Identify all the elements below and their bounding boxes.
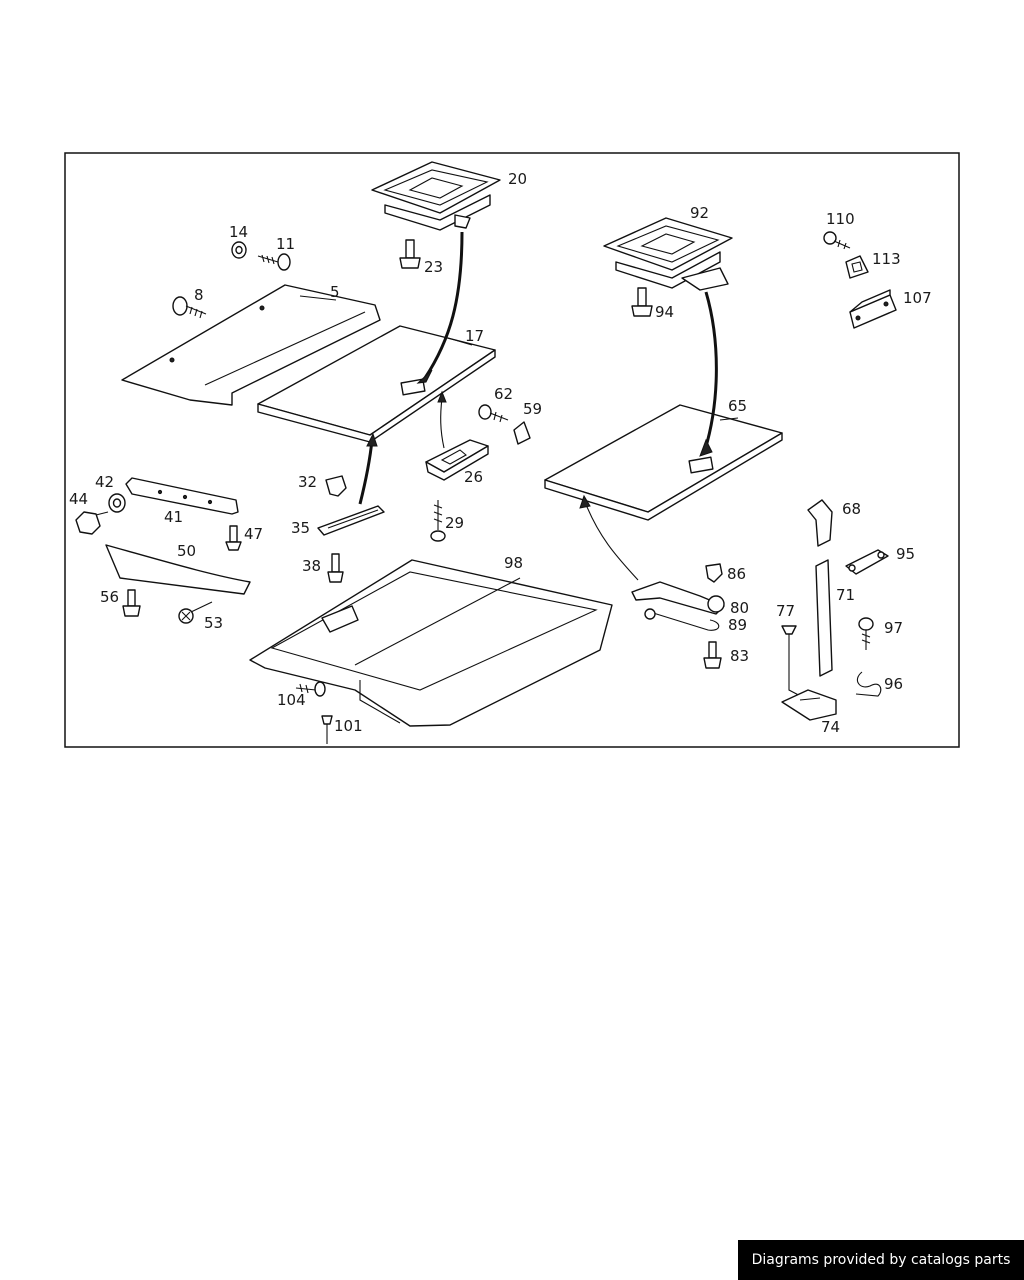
label-95: 95 <box>896 545 915 563</box>
part-32-plug <box>325 475 347 497</box>
part-59-clip <box>513 421 531 445</box>
part-97-screw <box>858 617 874 650</box>
part-110-screw <box>823 231 851 250</box>
label-17: 17 <box>465 327 484 345</box>
label-74: 74 <box>821 718 840 736</box>
part-35-strip <box>317 505 385 536</box>
callout-labels: 20 92 14 11 23 110 113 8 5 94 107 17 62 … <box>69 170 932 736</box>
arrow-92-to-65 <box>703 291 718 451</box>
label-11: 11 <box>276 235 295 253</box>
part-107-bracket <box>849 289 897 329</box>
arrowhead-80 <box>579 494 591 509</box>
label-42: 42 <box>95 473 114 491</box>
frame-border <box>64 152 960 748</box>
arrowhead-92 <box>699 438 713 457</box>
part-86-plug <box>705 563 723 583</box>
part-77-screw <box>781 625 809 701</box>
part-44-knob <box>75 511 109 535</box>
label-62: 62 <box>494 385 513 403</box>
label-59: 59 <box>523 400 542 418</box>
label-104: 104 <box>277 691 306 709</box>
part-62-screw <box>478 404 509 423</box>
label-8: 8 <box>194 286 204 304</box>
label-23: 23 <box>424 258 443 276</box>
part-113-clip <box>845 255 869 279</box>
part-23-bolt <box>399 239 421 269</box>
label-89: 89 <box>728 616 747 634</box>
part-68-bracket <box>807 499 833 547</box>
label-113: 113 <box>872 250 901 268</box>
part-5-panel <box>121 284 381 406</box>
label-26: 26 <box>464 468 483 486</box>
label-86: 86 <box>727 565 746 583</box>
label-56: 56 <box>100 588 119 606</box>
label-14: 14 <box>229 223 248 241</box>
credit-banner: Diagrams provided by catalogs parts <box>738 1240 1024 1280</box>
part-74-bracket <box>781 689 837 721</box>
part-95-strap <box>845 549 889 575</box>
part-11-screw <box>257 253 291 271</box>
label-107: 107 <box>903 289 932 307</box>
part-94-bolt <box>631 287 653 317</box>
arrow-80-to-65 <box>584 501 639 581</box>
label-44: 44 <box>69 490 88 508</box>
part-47-screw <box>225 525 242 551</box>
arrow-26-to-17 <box>440 397 445 449</box>
part-56-bolt <box>122 589 141 617</box>
label-80: 80 <box>730 599 749 617</box>
part-83-bolt <box>703 641 722 669</box>
part-42-washer <box>108 493 126 513</box>
part-96-clip <box>855 671 882 697</box>
label-5: 5 <box>330 283 340 301</box>
part-101-rivet <box>321 715 333 744</box>
label-35: 35 <box>291 519 310 537</box>
label-38: 38 <box>302 557 321 575</box>
part-89-hook <box>644 608 720 631</box>
part-29-screw <box>430 500 446 542</box>
label-77: 77 <box>776 602 795 620</box>
label-32: 32 <box>298 473 317 491</box>
label-50: 50 <box>177 542 196 560</box>
label-94: 94 <box>655 303 674 321</box>
part-8-screw <box>172 296 207 319</box>
arrow-35-to-17 <box>358 439 374 505</box>
arrowhead-20 <box>416 369 433 384</box>
label-97: 97 <box>884 619 903 637</box>
label-110: 110 <box>826 210 855 228</box>
part-41-bar <box>125 477 239 515</box>
leader-lines <box>299 295 739 421</box>
label-41: 41 <box>164 508 183 526</box>
part-50-trim <box>105 544 251 595</box>
label-20: 20 <box>508 170 527 188</box>
part-92-tray <box>603 217 733 291</box>
part-71-post <box>815 559 833 677</box>
label-98: 98 <box>504 554 523 572</box>
arrowhead-26 <box>437 390 447 403</box>
part-104-screw <box>295 681 326 697</box>
label-29: 29 <box>445 514 464 532</box>
part-14-washer <box>231 241 247 259</box>
part-26-latch <box>425 439 489 481</box>
label-71: 71 <box>836 586 855 604</box>
label-47: 47 <box>244 525 263 543</box>
part-98-tray <box>249 559 613 727</box>
label-53: 53 <box>204 614 223 632</box>
arrowhead-35 <box>366 432 378 447</box>
label-83: 83 <box>730 647 749 665</box>
part-80-lever <box>631 581 725 615</box>
label-65: 65 <box>728 397 747 415</box>
label-92: 92 <box>690 204 709 222</box>
part-20-tray <box>371 161 501 231</box>
part-53-screw <box>178 601 213 624</box>
label-101: 101 <box>334 717 363 735</box>
arrow-20-to-17 <box>423 231 464 379</box>
part-65-floor-board <box>544 404 783 521</box>
part-38-bolt <box>327 553 344 583</box>
label-68: 68 <box>842 500 861 518</box>
label-96: 96 <box>884 675 903 693</box>
